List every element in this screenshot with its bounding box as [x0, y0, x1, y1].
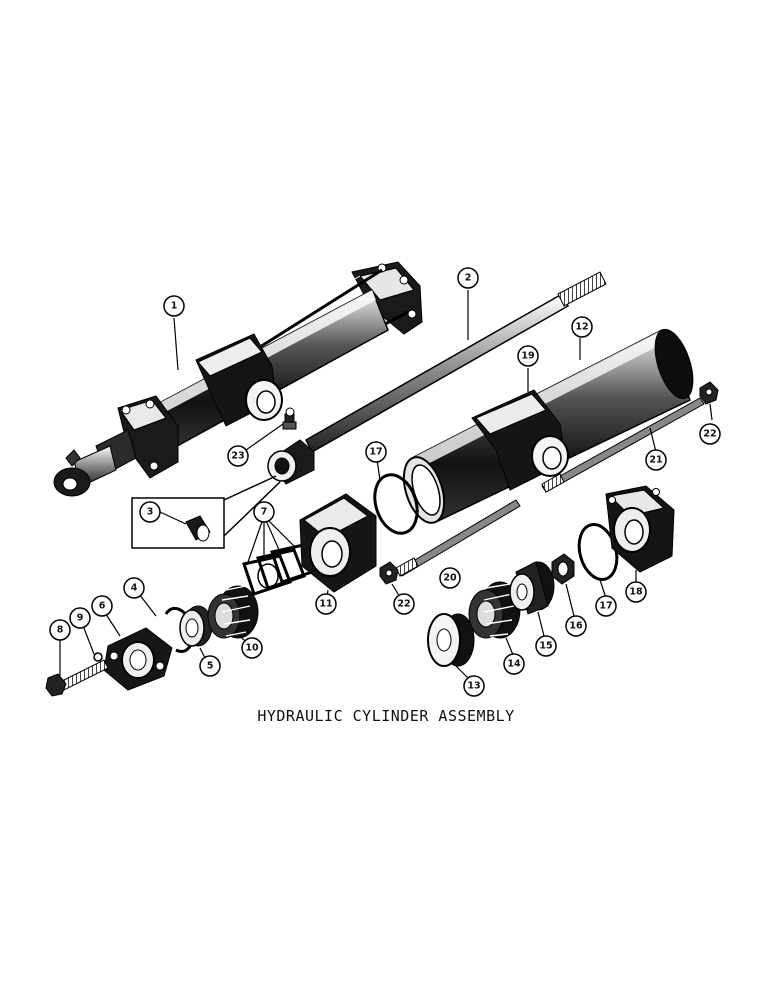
callout-13: 13 [463, 675, 485, 697]
callout-label: 16 [569, 621, 583, 632]
callout-20: 20 [439, 567, 461, 589]
tie-rod-short [395, 499, 521, 577]
callout-label: 8 [57, 625, 64, 636]
callout-17-upper: 17 [365, 441, 387, 463]
callout-8: 8 [49, 619, 71, 641]
cap-screw [45, 659, 109, 697]
callout-6: 6 [91, 595, 113, 617]
piston-nut [551, 553, 575, 585]
front-head [299, 493, 377, 593]
callout-label: 2 [465, 273, 472, 284]
callout-9: 9 [69, 607, 91, 629]
hex-nut-upper [699, 381, 719, 405]
o-ring-upper [373, 473, 419, 535]
callout-label: 23 [231, 451, 244, 462]
leader-lines [59, 290, 713, 685]
piston [509, 561, 555, 615]
callout-4: 4 [123, 577, 145, 599]
grease-fitting [282, 407, 297, 430]
hex-nut-lower [379, 561, 399, 585]
callout-14: 14 [503, 653, 525, 675]
callout-21: 21 [645, 449, 667, 471]
gland-flange [103, 627, 173, 691]
callout-12: 12 [571, 316, 593, 338]
callout-label: 18 [629, 587, 643, 598]
callout-label: 6 [99, 601, 106, 612]
callout-22-lower: 22 [393, 593, 415, 615]
callout-23: 23 [227, 445, 249, 467]
rod-packing [207, 585, 259, 639]
callout-label: 14 [507, 659, 521, 670]
callout-18: 18 [625, 581, 647, 603]
callout-label: 9 [77, 613, 84, 624]
callout-label: 21 [649, 455, 662, 466]
assembled-cylinder [53, 261, 423, 497]
callout-label: 5 [207, 661, 214, 672]
callout-label: 22 [397, 599, 410, 610]
callout-label: 22 [703, 429, 716, 440]
bushing-inset [131, 475, 281, 549]
callout-label: 13 [467, 681, 480, 692]
rod-bearing [179, 605, 213, 647]
piston-rod [267, 271, 607, 485]
callout-1: 1 [163, 295, 185, 317]
callout-label: 17 [369, 447, 382, 458]
callout-17-lower: 17 [595, 595, 617, 617]
callout-19: 19 [517, 345, 539, 367]
callout-3: 3 [139, 501, 161, 523]
callout-5: 5 [199, 655, 221, 677]
callout-label: 11 [319, 599, 332, 610]
callout-7: 7 [253, 501, 275, 523]
cylinder-barrel [402, 328, 694, 524]
callout-2: 2 [457, 267, 479, 289]
gasket-set [242, 542, 320, 596]
callout-10: 10 [241, 637, 263, 659]
callout-label: 10 [245, 643, 259, 654]
lock-washer [93, 652, 103, 662]
callout-label: 3 [147, 507, 154, 518]
piston-disc [427, 613, 475, 667]
callout-label: 20 [443, 573, 457, 584]
callout-22-upper: 22 [699, 423, 721, 445]
callout-label: 12 [575, 322, 588, 333]
callout-label: 17 [599, 601, 612, 612]
callout-11: 11 [315, 593, 337, 615]
callout-label: 15 [539, 641, 552, 652]
callout-16: 16 [565, 615, 587, 637]
callout-15: 15 [535, 635, 557, 657]
callout-label: 1 [171, 301, 178, 312]
tie-rod-long [541, 397, 705, 493]
callout-label: 19 [521, 351, 534, 362]
rear-head [605, 485, 675, 573]
callout-label: 4 [131, 583, 138, 594]
callout-label: 7 [261, 507, 268, 518]
diagram-caption: HYDRAULIC CYLINDER ASSEMBLY [257, 707, 515, 725]
